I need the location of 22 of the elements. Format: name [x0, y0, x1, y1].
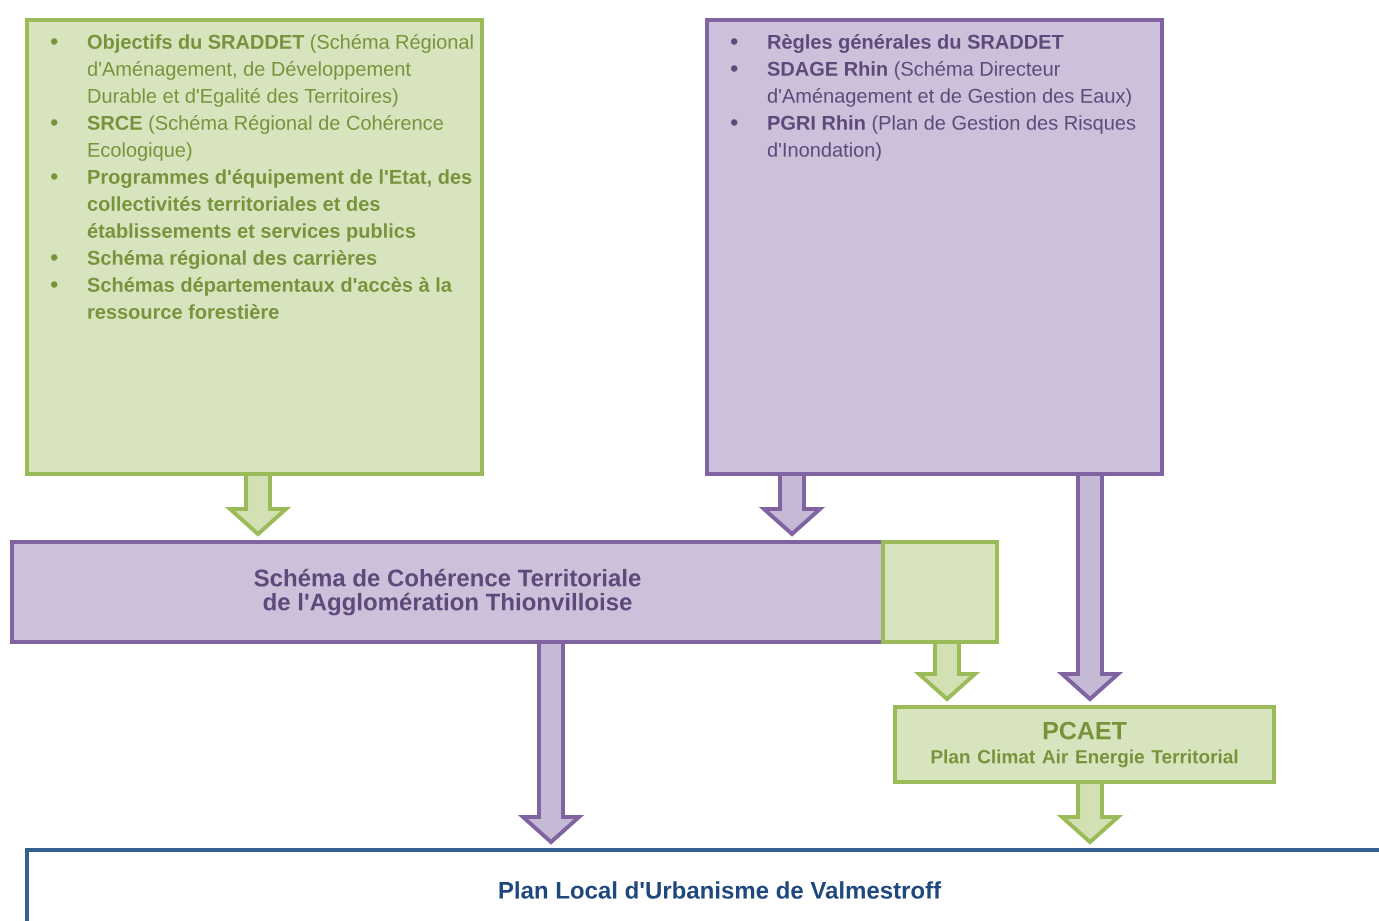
- block-arrow: [913, 642, 981, 702]
- block-arrow: [224, 474, 292, 537]
- block-arrow: [1056, 474, 1124, 702]
- node-title: PCAET: [1043, 721, 1127, 740]
- list-item: Programmes d'équipement de l'Etat, des collectivités territoriales et des établissements et services publics: [51, 169, 472, 242]
- process-box: [881, 540, 999, 644]
- block-arrow: [517, 642, 585, 845]
- list-item: PGRI Rhin (Plan de Gestion des Risques d'Inondation): [731, 115, 1136, 161]
- list-item: SDAGE Rhin (Schéma Directeur d'Aménagement et de Gestion des Eaux): [731, 60, 1131, 107]
- list-item: Objectifs du SRADDET (Schéma Régional d'Aménagement, de Développement Durable et d'Egalité des Territoires): [51, 34, 473, 107]
- process-box: [893, 705, 1276, 784]
- list-item: Règles générales du SRADDET: [731, 34, 1064, 53]
- list-box: [25, 18, 484, 476]
- list-item: Schéma régional des carrières: [51, 250, 377, 269]
- list-box: [705, 18, 1164, 476]
- list-item: Schémas départementaux d'accès à la ressource forestière: [51, 277, 453, 319]
- list-item: SRCE (Schéma Régional de Cohérence Ecologique): [51, 115, 443, 161]
- block-arrow: [1056, 782, 1124, 845]
- block-arrow: [758, 474, 826, 537]
- process-box: Schéma de Cohérence Territoriale de l'Agglomération Thionvilloise: [10, 540, 885, 644]
- plan-box: Plan Local d'Urbanisme de Valmestroff: [25, 848, 1379, 921]
- node-subtitle: Plan Climat Air Energie Territorial: [931, 749, 1238, 768]
